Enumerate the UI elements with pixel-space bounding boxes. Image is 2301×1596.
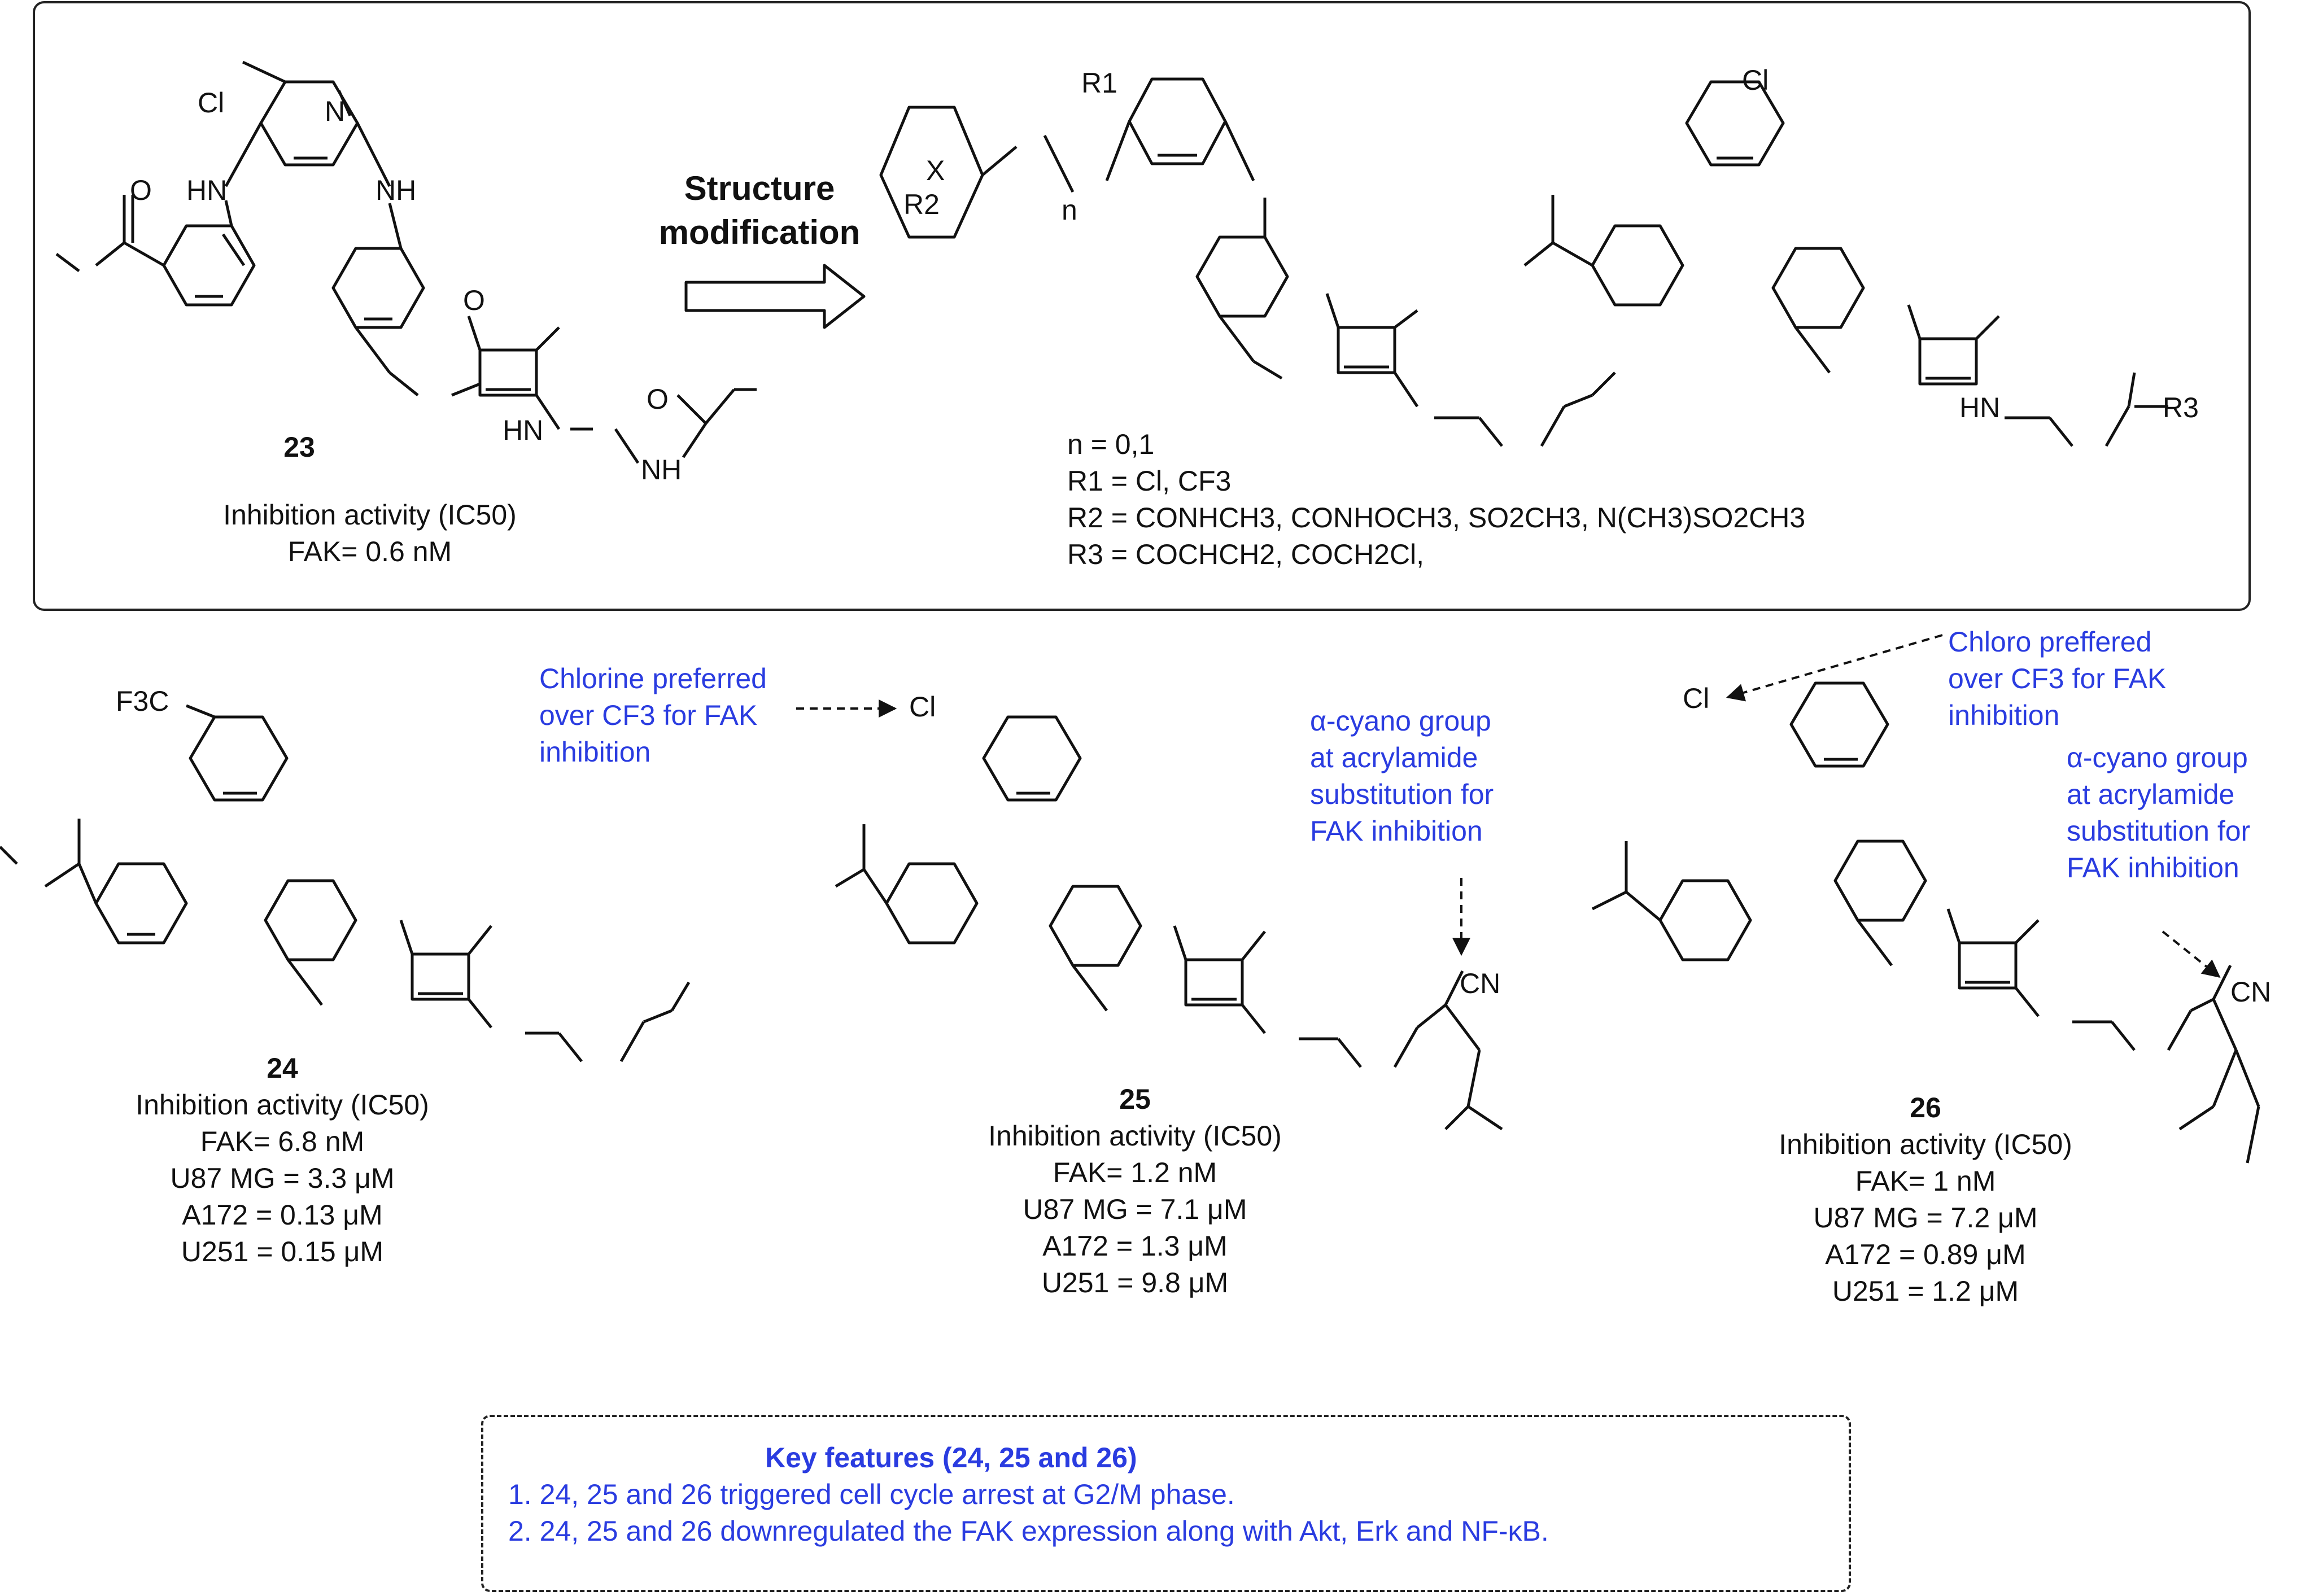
compound-25-id: 25 xyxy=(1119,1083,1151,1115)
compound-25-value-3: U251 = 9.8 μM xyxy=(1041,1267,1229,1298)
atom-cl-25: Cl xyxy=(909,691,936,723)
substituent-r1: R1 = Cl, CF3 xyxy=(1067,465,1232,497)
atom-n-label: n xyxy=(1062,194,1077,226)
arrow-label-line2: modification xyxy=(658,213,861,251)
key-feature-item-0: 1. 24, 25 and 26 triggered cell cycle ar… xyxy=(508,1479,1235,1510)
atom-nh-23: NH xyxy=(376,174,417,206)
annotation-cyano-26-line-1: at acrylamide xyxy=(2067,779,2235,810)
structure-general-r3 xyxy=(1523,80,2168,447)
compound-24-activity: 24 Inhibition activity (IC50) FAK= 6.8 n… xyxy=(113,1050,452,1270)
compound-26-activity: 26 Inhibition activity (IC50) FAK= 1 nM … xyxy=(1756,1090,2095,1310)
atom-r3: R3 xyxy=(2163,392,2199,423)
compound-25-value-1: U87 MG = 7.1 μM xyxy=(1023,1193,1247,1225)
structure-23 xyxy=(55,60,757,464)
key-features-box xyxy=(481,1415,1851,1592)
structure-general xyxy=(879,77,1616,447)
annotation-chloro-26-line-0: Chloro preffered xyxy=(1948,626,2152,658)
annotation-cyano-25-line-0: α-cyano group xyxy=(1310,705,1491,737)
atom-o-23c: O xyxy=(647,383,669,415)
key-feature-item-1: 2. 24, 25 and 26 downregulated the FAK e… xyxy=(508,1515,1549,1547)
annotation-cyano-26-line-3: FAK inhibition xyxy=(2067,852,2239,884)
atom-cl-26: Cl xyxy=(1683,683,1710,714)
atom-hn-23: HN xyxy=(186,174,228,206)
key-features-content: Key features (24, 25 and 26) 1. 24, 25 a… xyxy=(508,1440,1549,1550)
compound-24-activity-title: Inhibition activity (IC50) xyxy=(136,1089,429,1121)
annotation-chloro-26: Chloro preffered over CF3 for FAK inhibi… xyxy=(1948,624,2166,734)
key-features-title: Key features (24, 25 and 26) xyxy=(765,1442,1137,1473)
compound-25-value-2: A172 = 1.3 μM xyxy=(1042,1230,1228,1262)
compound-24-value-0: FAK= 6.8 nM xyxy=(200,1126,365,1157)
atom-o-23: O xyxy=(130,174,152,206)
annotation-cyano-26: α-cyano group at acrylamide substitution… xyxy=(2067,740,2250,886)
compound-24-value-2: A172 = 0.13 μM xyxy=(182,1199,383,1231)
substituent-list: n = 0,1 R1 = Cl, CF3 R2 = CONHCH3, CONHO… xyxy=(1067,426,1805,573)
compound-23-activity: Inhibition activity (IC50) FAK= 0.6 nM xyxy=(164,497,576,570)
annotation-chlorine-25-line-0: Chlorine preferred xyxy=(539,663,767,694)
compound-26-value-1: U87 MG = 7.2 μM xyxy=(1813,1202,2038,1234)
atom-cl-general: Cl xyxy=(1742,64,1769,96)
annotation-cyano-25-line-1: at acrylamide xyxy=(1310,742,1478,773)
atom-o-23b: O xyxy=(463,285,485,316)
compound-23-block: 23 xyxy=(192,429,407,466)
compound-25-activity-title: Inhibition activity (IC50) xyxy=(988,1120,1282,1152)
atom-f3c-24: F3C xyxy=(116,685,169,717)
arrow-chloro-26 xyxy=(1726,634,1943,702)
annotation-chloro-26-line-2: inhibition xyxy=(1948,699,2060,731)
compound-26-id: 26 xyxy=(1910,1092,1941,1123)
structure-modification-label: Structure modification xyxy=(641,167,878,255)
annotation-cyano-25: α-cyano group at acrylamide substitution… xyxy=(1310,703,1494,850)
compound-24-value-3: U251 = 0.15 μM xyxy=(181,1236,384,1267)
annotation-chloro-26-line-1: over CF3 for FAK xyxy=(1948,663,2167,694)
compound-24-value-1: U87 MG = 3.3 μM xyxy=(170,1162,395,1194)
substituent-r2: R2 = CONHCH3, CONHOCH3, SO2CH3, N(CH3)SO… xyxy=(1067,502,1806,534)
annotation-chlorine-25: Chlorine preferred over CF3 for FAK inhi… xyxy=(539,661,767,771)
compound-26-activity-title: Inhibition activity (IC50) xyxy=(1779,1129,2072,1160)
atom-cn-26: CN xyxy=(2230,976,2272,1008)
atom-x: X xyxy=(926,155,945,186)
arrow-cyano-26 xyxy=(2162,930,2221,978)
annotation-cyano-26-line-0: α-cyano group xyxy=(2067,742,2248,773)
annotation-cyano-26-line-2: substitution for xyxy=(2067,815,2251,847)
arrow-label-line1: Structure xyxy=(684,169,835,207)
annotation-cyano-25-line-2: substitution for xyxy=(1310,779,1494,810)
atom-cl-23: Cl xyxy=(198,87,225,119)
compound-23-id: 23 xyxy=(283,431,315,463)
atom-hn-general: HN xyxy=(1959,392,2001,423)
structure-24 xyxy=(0,704,691,1062)
annotation-chlorine-25-line-2: inhibition xyxy=(539,736,651,768)
structure-25 xyxy=(835,715,1503,1131)
annotation-cyano-25-line-3: FAK inhibition xyxy=(1310,815,1483,847)
atom-r1: R1 xyxy=(1081,67,1117,99)
compound-25-value-0: FAK= 1.2 nM xyxy=(1053,1157,1217,1188)
atom-hn-23b: HN xyxy=(503,414,544,446)
compound-26-value-0: FAK= 1 nM xyxy=(1855,1165,1996,1197)
compound-26-value-3: U251 = 1.2 μM xyxy=(1832,1275,2019,1307)
substituent-n: n = 0,1 xyxy=(1067,428,1155,460)
atom-nh-23b: NH xyxy=(641,454,682,486)
structure-modification-arrow xyxy=(684,264,866,329)
atom-cn-25: CN xyxy=(1460,968,1501,999)
annotation-chlorine-25-line-1: over CF3 for FAK xyxy=(539,699,758,731)
structure-26 xyxy=(1591,681,2260,1164)
substituent-r3: R3 = COCHCH2, COCH2Cl, xyxy=(1067,539,1425,570)
compound-24-id: 24 xyxy=(267,1052,298,1084)
atom-r2: R2 xyxy=(903,189,940,220)
compound-26-value-2: A172 = 0.89 μM xyxy=(1825,1239,2026,1270)
compound-23-value-0: FAK= 0.6 nM xyxy=(287,536,452,567)
compound-25-activity: 25 Inhibition activity (IC50) FAK= 1.2 n… xyxy=(966,1081,1304,1301)
compound-23-activity-title: Inhibition activity (IC50) xyxy=(223,499,517,531)
top-panel xyxy=(33,1,2251,611)
atom-n-23: N xyxy=(325,95,346,127)
